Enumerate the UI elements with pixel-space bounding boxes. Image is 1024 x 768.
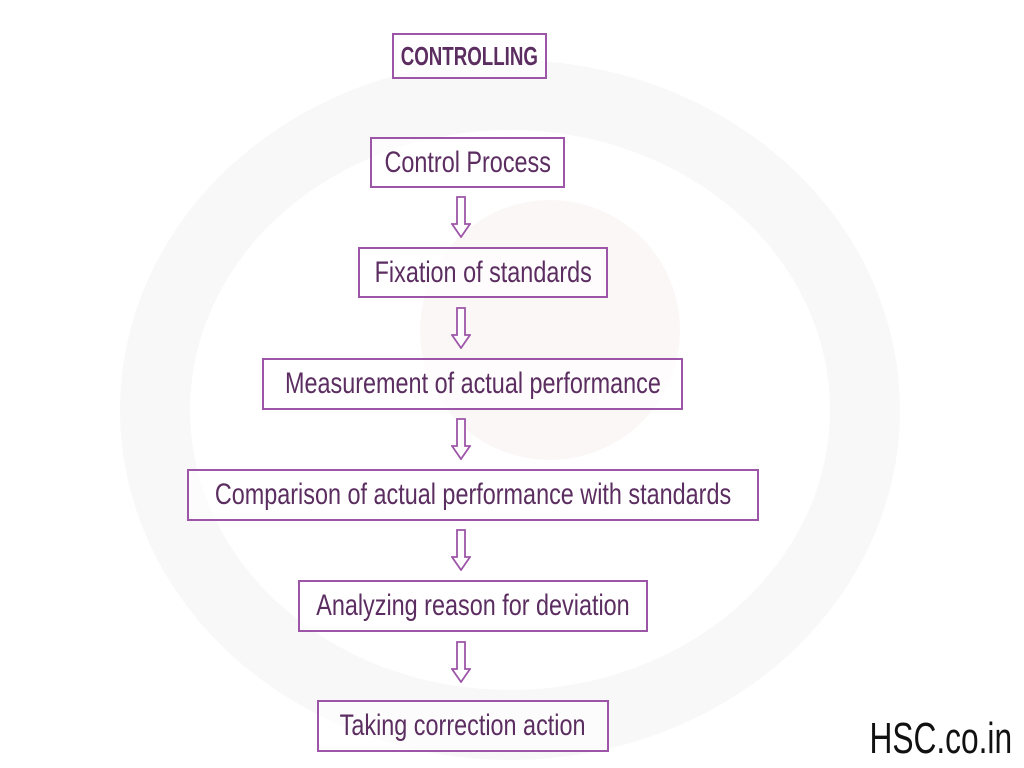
step-label: Comparison of actual performance with st… [214, 478, 732, 511]
down-arrow-icon [451, 196, 471, 238]
site-logo: HSC.co.in [869, 714, 1012, 763]
title-box: CONTROLLING [392, 33, 547, 79]
title: CONTROLLING [400, 40, 539, 71]
down-arrow-icon [451, 418, 471, 460]
step-control-process: Control Process [370, 137, 565, 188]
down-arrow-icon [451, 307, 471, 349]
step-label: Measurement of actual performance [284, 367, 661, 400]
step-comparison: Comparison of actual performance with st… [187, 469, 759, 521]
step-fixation: Fixation of standards [358, 247, 608, 298]
down-arrow-icon [451, 641, 471, 683]
step-label: Taking correction action [340, 709, 586, 742]
step-label: Fixation of standards [374, 255, 592, 289]
step-label: Control Process [384, 145, 551, 179]
down-arrow-icon [451, 529, 471, 571]
step-label: Analyzing reason for deviation [316, 589, 630, 622]
step-measurement: Measurement of actual performance [262, 358, 683, 410]
step-correction: Taking correction action [317, 700, 609, 752]
step-analyzing: Analyzing reason for deviation [298, 580, 648, 632]
